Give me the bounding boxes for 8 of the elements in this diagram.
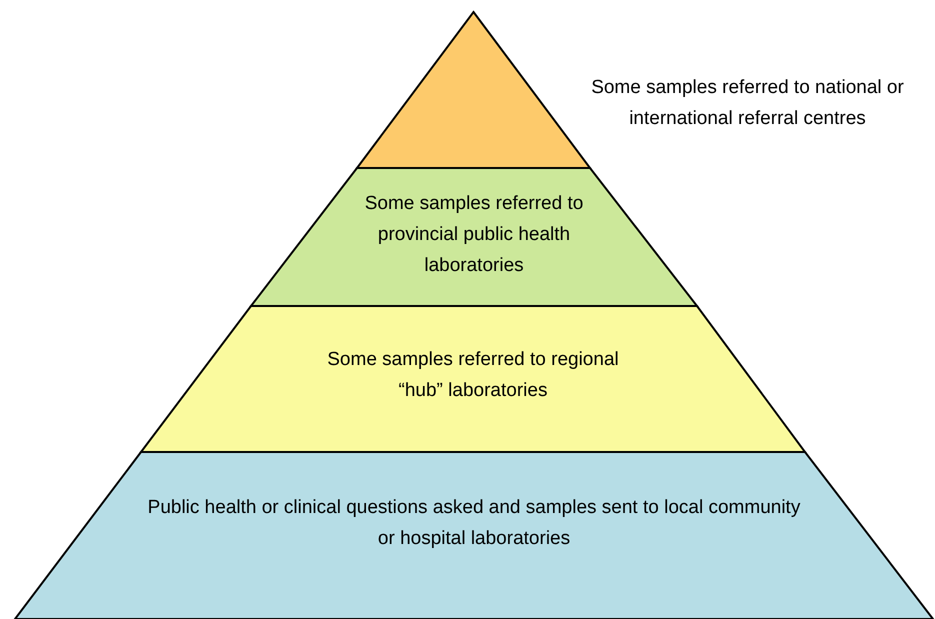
pyramid-tier [15,452,933,619]
tier-label: Some samples referred to regional “hub” laboratories [326,348,620,403]
tier-label: Public health or clinical questions asked and samples sent to local community or hospital laboratories [146,496,802,551]
pyramid-tier [251,168,697,306]
tier-label: Some samples referred to provincial public health laboratories [364,192,584,278]
pyramid-tier [357,12,590,168]
tier-caption: Some samples referred to national or international referral centres [590,76,905,131]
pyramid-tier [141,306,805,452]
